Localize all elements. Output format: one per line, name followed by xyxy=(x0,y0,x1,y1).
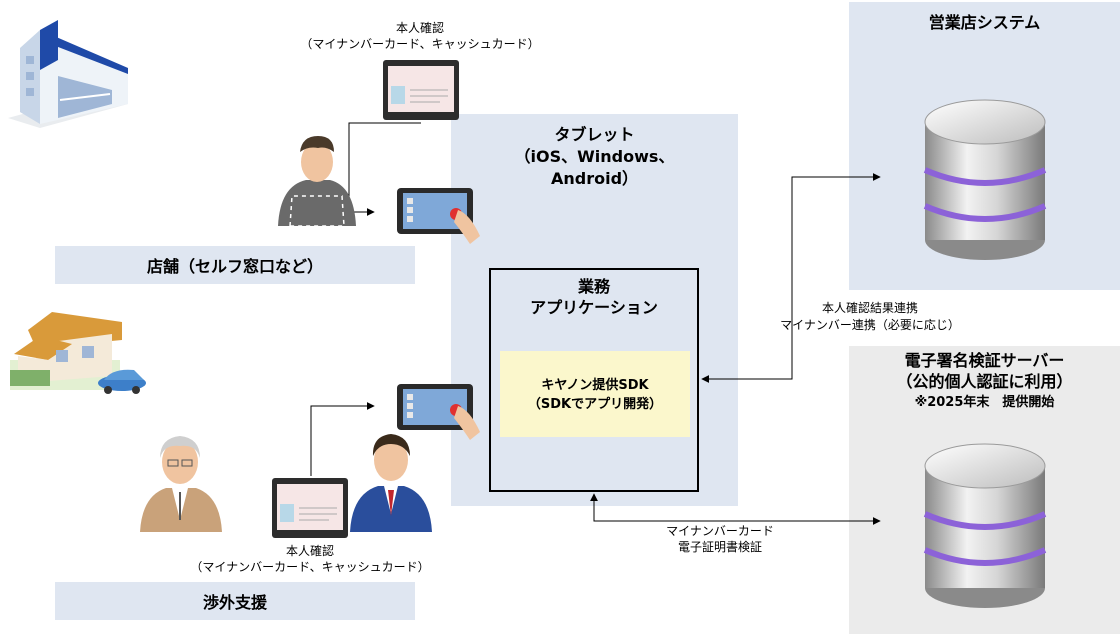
connector-app-to-signature-server xyxy=(590,493,881,525)
signature-server-database-icon xyxy=(923,443,1047,608)
tablet-panel-title: タブレット （iOS、Windows、 Android） xyxy=(514,125,675,188)
id-card-top-icon xyxy=(383,60,459,120)
store-band: 店舗（セルフ窓口など） xyxy=(55,246,415,284)
tablet-top-icon xyxy=(397,188,480,244)
cert-label: マイナンバーカード 電子証明書検証 xyxy=(666,524,774,554)
connector-sdk-to-sales-system xyxy=(701,173,881,383)
store-label: 店舗（セルフ窓口など） xyxy=(146,257,323,276)
house-icon xyxy=(10,312,146,394)
staff-person-icon xyxy=(350,434,432,532)
outreach-label: 渉外支援 xyxy=(202,593,267,612)
sales-system-title: 営業店システム xyxy=(928,13,1041,32)
signature-server-title: 電子署名検証サーバー （公的個人認証に利用） ※2025年末 提供開始 xyxy=(896,351,1073,410)
elderly-customer-icon xyxy=(140,436,222,532)
sdk-box-text: キヤノン提供SDK （SDKでアプリ開発） xyxy=(527,378,663,412)
outreach-band: 渉外支援 xyxy=(55,582,415,620)
id-check-bottom-label: 本人確認 （マイナンバーカード、キャッシュカード） xyxy=(190,544,430,574)
id-check-top-label: 本人確認 （マイナンバーカード、キャッシュカード） xyxy=(300,21,540,51)
connector-bottom-card-to-tablet xyxy=(310,402,375,476)
tablet-bottom-icon xyxy=(397,384,480,440)
connector-top-card-to-tablet xyxy=(348,122,421,216)
sales-system-database-icon xyxy=(923,99,1047,260)
sdk-box xyxy=(500,351,690,437)
id-card-bottom-icon xyxy=(272,478,348,538)
customer-person-icon xyxy=(278,136,356,227)
bank-building-icon xyxy=(8,20,128,128)
business-app-title: 業務 アプリケーション xyxy=(530,277,658,317)
